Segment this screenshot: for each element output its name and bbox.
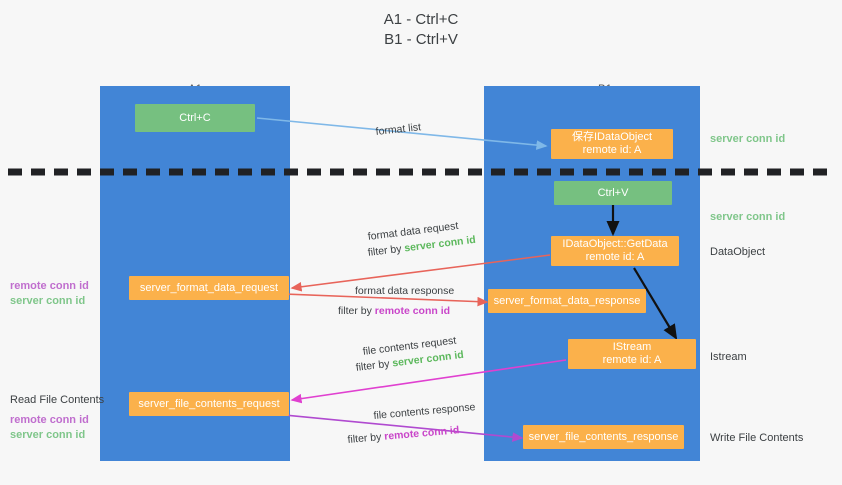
filter-prefix: filter by bbox=[355, 357, 394, 374]
annotation-server-conn-id: server conn id bbox=[10, 295, 86, 307]
node-ctrl-v[interactable]: Ctrl+V bbox=[554, 181, 672, 205]
edge-label-format-data-response: format data response bbox=[355, 285, 455, 297]
filter-value-remote-conn-id: remote conn id bbox=[383, 424, 460, 443]
filter-value-remote-conn-id: remote conn id bbox=[374, 305, 451, 317]
node-server-format-data-request[interactable]: server_format_data_request bbox=[129, 276, 289, 300]
annotation-server-conn-id: server conn id bbox=[10, 429, 86, 441]
annotation-conn-pair-top: remote conn id server conn id bbox=[10, 279, 89, 309]
page-title: A1 - Ctrl+C B1 - Ctrl+V bbox=[383, 11, 459, 48]
node-server-file-contents-response[interactable]: server_file_contents_response bbox=[523, 425, 684, 449]
annotation-istream: Istream bbox=[710, 351, 747, 363]
filter-prefix: filter by bbox=[338, 305, 375, 317]
annotation-write-file-contents: Write File Contents bbox=[710, 432, 804, 444]
node-ctrl-c[interactable]: Ctrl+C bbox=[135, 104, 255, 132]
annotation-server-conn-id-mid: server conn id bbox=[710, 211, 786, 223]
annotation-remote-conn-id: remote conn id bbox=[10, 280, 89, 292]
edge-label-format-data-response-filter: filter by remote conn id bbox=[338, 304, 450, 318]
edge-label-format-list: format list bbox=[375, 121, 422, 138]
annotation-remote-conn-id: remote conn id bbox=[10, 414, 89, 426]
filter-prefix: filter by bbox=[347, 430, 385, 446]
node-server-file-contents-request[interactable]: server_file_contents_request bbox=[129, 392, 289, 416]
edge-label-file-contents-response-filter: filter by remote conn id bbox=[347, 423, 460, 447]
node-server-format-data-response[interactable]: server_format_data_response bbox=[488, 289, 646, 313]
annotation-server-conn-id-top: server conn id bbox=[710, 133, 786, 145]
node-idataobject[interactable]: 保存IDataObject remote id: A bbox=[551, 129, 673, 159]
filter-prefix: filter by bbox=[367, 242, 406, 259]
node-istream[interactable]: IStream remote id: A bbox=[568, 339, 696, 369]
annotation-read-file-contents: Read File Contents bbox=[10, 394, 105, 406]
annotation-dataobject: DataObject bbox=[710, 246, 766, 258]
node-idataobject-getdata[interactable]: IDataObject::GetData remote id: A bbox=[551, 236, 679, 266]
annotation-conn-pair-bottom: remote conn id server conn id bbox=[10, 413, 89, 443]
edge-label-file-contents-response: file contents response bbox=[373, 401, 476, 422]
